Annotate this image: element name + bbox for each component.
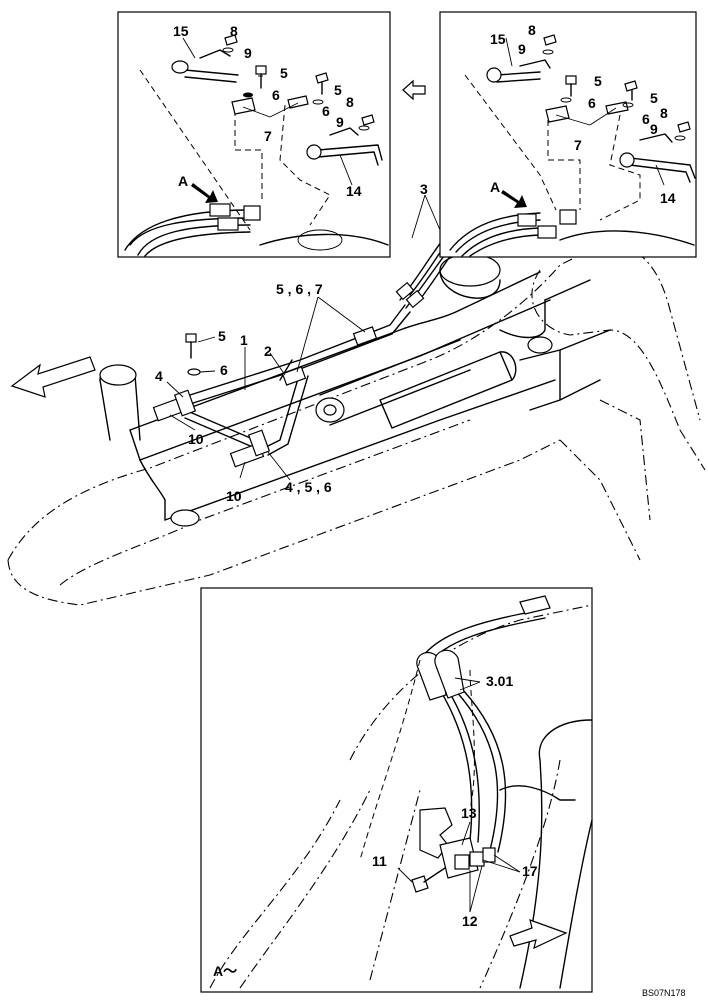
detail-bottom [200,587,593,993]
callout-5-6-7: 5 , 6 , 7 [276,281,323,297]
callout-12: 12 [462,913,478,929]
view-arrow-icon [402,79,426,101]
view-a-marker: A [490,179,500,195]
callout-10: 10 [188,431,204,447]
callout-9: 9 [336,114,344,130]
washer-6-main [187,368,201,376]
callout-8: 8 [660,105,668,121]
view-a-label: A～ [213,963,237,979]
boom-body [129,253,611,527]
callout-1: 1 [240,332,248,348]
callout-9: 9 [518,41,526,57]
callout-2: 2 [264,343,272,359]
callout-4-5-6: 4 , 5 , 6 [285,479,332,495]
detail-top-right [439,11,697,258]
callout-5: 5 [218,328,226,344]
bolt-5-main [185,333,197,359]
left-arrow-icon [10,356,96,398]
detail-top-left [117,11,391,258]
callout-8: 8 [528,22,536,38]
leaders-main [166,194,441,481]
callout-4: 4 [155,368,163,384]
boom-foot-pin [99,364,141,441]
fittings-10 [152,389,271,468]
callout-5: 5 [280,65,288,81]
callout-3-01: 3.01 [486,673,513,689]
callout-9: 9 [244,45,252,61]
callout-14: 14 [346,183,362,199]
callout-5: 5 [650,90,658,106]
callout-5: 5 [334,82,342,98]
callout-6: 6 [322,103,330,119]
callout-8: 8 [346,94,354,110]
callout-3: 3 [420,181,428,197]
callout-8: 8 [230,23,238,39]
boom-outline [7,243,706,606]
callout-7: 7 [264,128,272,144]
callout-6: 6 [642,111,650,127]
callout-6: 6 [220,362,228,378]
callout-labels: 15 8 9 5 6 5 6 8 9 7 14 A 15 8 9 5 6 5 6… [155,22,686,998]
drawing-code: BS07N178 [642,988,686,998]
callout-14: 14 [660,190,676,206]
callout-13: 13 [461,805,477,821]
callout-15: 15 [490,31,506,47]
callout-5: 5 [594,73,602,89]
callout-6: 6 [272,87,280,103]
callout-17: 17 [522,863,538,879]
callout-11: 11 [372,853,387,869]
view-a-marker: A [178,173,188,189]
callout-10: 10 [226,488,242,504]
boom-cylinder [315,339,517,429]
callout-15: 15 [173,23,189,39]
callout-6: 6 [588,95,596,111]
callout-9: 9 [650,121,658,137]
callout-7: 7 [574,137,582,153]
